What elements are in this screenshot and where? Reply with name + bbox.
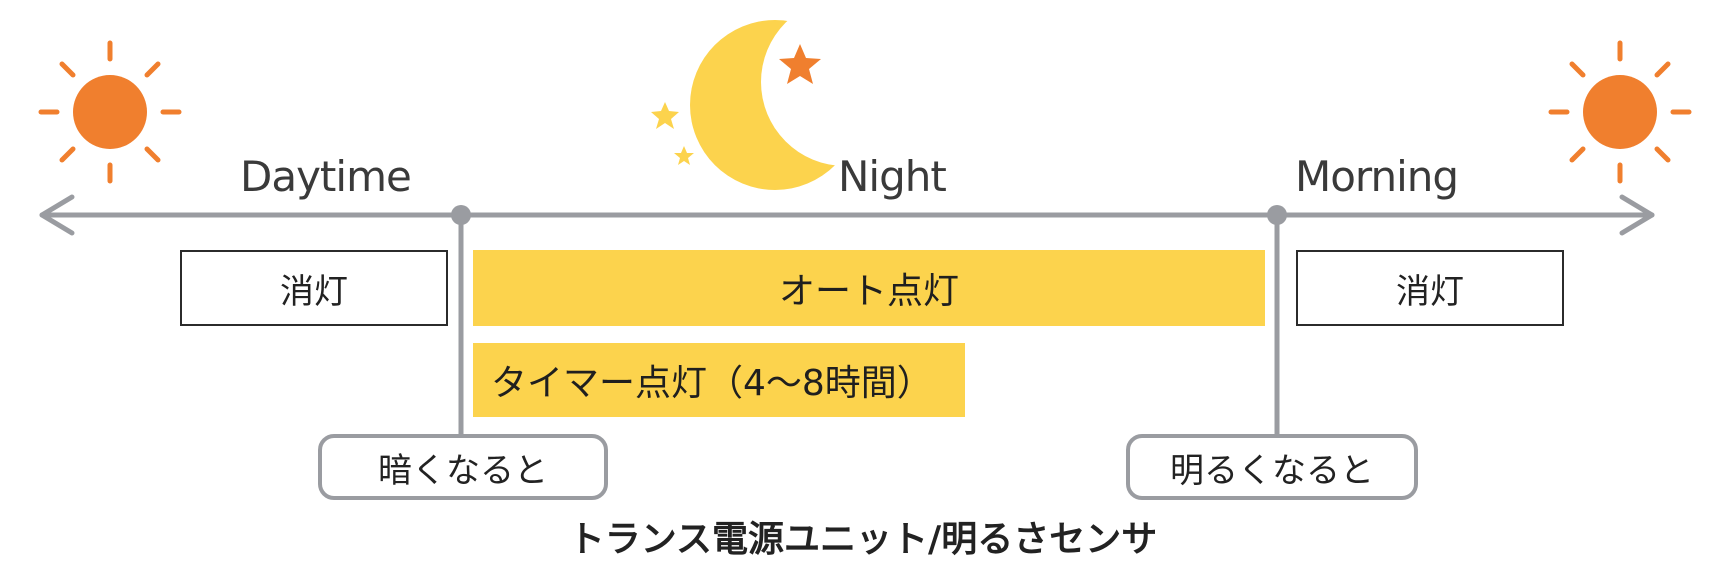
sun-icon [1548,40,1692,184]
dark-trigger-label: 暗くなると [318,434,608,500]
light-off-box: 消灯 [180,250,448,326]
arrow-right-icon [1619,194,1655,236]
star-icon [651,102,679,129]
dusk-marker [451,205,471,225]
daytime-label: Daytime [240,152,412,201]
star-icon [779,44,821,84]
morning-label: Morning [1295,152,1459,201]
moon-icon [690,20,860,190]
caption: トランス電源ユニット/明るさセンサ [568,519,1158,560]
light-off-box: 消灯 [1296,250,1564,326]
star-icon [674,146,694,165]
sun-icon [38,40,182,184]
arrow-left-icon [39,194,75,236]
night-label: Night [838,152,947,201]
auto-on-bar: オート点灯 [473,250,1265,326]
timer-on-bar: タイマー点灯（4～8時間） [473,343,965,417]
bright-trigger-label: 明るくなると [1126,434,1418,500]
dawn-marker [1267,205,1287,225]
